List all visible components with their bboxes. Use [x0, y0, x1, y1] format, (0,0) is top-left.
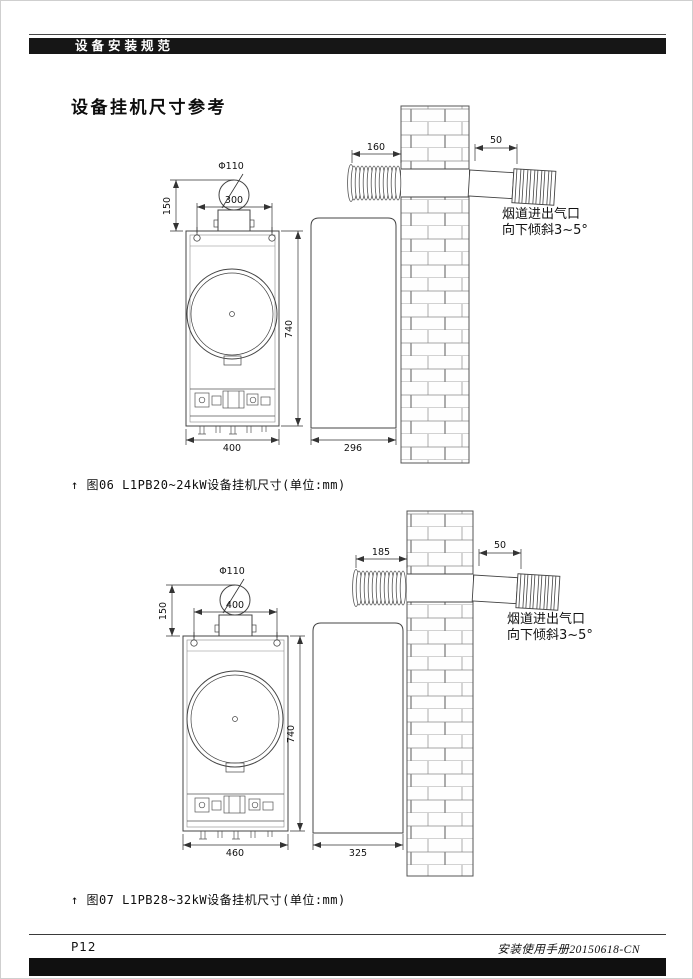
hanging-hook-right: [268, 234, 276, 242]
flue-note: 烟道进出气口 向下倾斜3~5°: [502, 206, 588, 238]
boiler-side-view: [310, 217, 397, 429]
dim-height-label: 740: [286, 725, 297, 743]
dim-top-offset-label: 150: [162, 197, 173, 215]
dim-flue-run-label: 160: [367, 142, 385, 153]
flue-collar: [218, 614, 253, 637]
wall-section: [406, 510, 474, 877]
bottom-piping-detail: [187, 793, 284, 840]
flue-assembly: [352, 569, 561, 611]
bottom-bar: [29, 958, 666, 976]
manual-reference: 安装使用手册20150618-CN: [497, 944, 640, 956]
top-rule: [29, 34, 666, 35]
flue-wall-pass: [407, 574, 473, 602]
header-title: 设备安装规范: [75, 38, 175, 53]
dim-top-width-label: 400: [226, 600, 244, 611]
flue-note-line2: 向下倾斜3~5°: [507, 627, 593, 643]
flue-note: 烟道进出气口 向下倾斜3~5°: [507, 611, 593, 643]
viewport-circle-inner: [190, 272, 274, 356]
header-bar: 设备安装规范: [29, 38, 666, 54]
boiler-front-view: [182, 584, 289, 840]
dimension-lines: [166, 549, 522, 850]
viewport-circle-outer: [186, 670, 284, 768]
hanging-hook-left: [190, 639, 198, 647]
flue-collar: [217, 209, 251, 232]
dim-terminal-label: 50: [494, 540, 506, 551]
dim-terminal-label: 50: [490, 135, 502, 146]
flue-note-line1: 烟道进出气口: [507, 611, 585, 627]
flue-note-line1: 烟道进出气口: [502, 206, 580, 222]
figure06-caption: ↑ 图06 L1PB20~24kW设备挂机尺寸(单位:mm): [71, 478, 346, 492]
flue-bellows: [347, 164, 402, 202]
dim-bottom-width-label: 400: [223, 443, 241, 454]
page-number: P12: [71, 940, 97, 954]
diameter-leader-line: [222, 578, 245, 614]
dimension-lines: [170, 144, 518, 445]
page-title: 设备挂机尺寸参考: [71, 98, 227, 118]
figure06-diagram: Φ110 150 300 740 400 296 160 50 烟道进出气口 向…: [162, 105, 588, 464]
dim-top-width-label: 300: [225, 195, 243, 206]
dim-bottom-width-label: 460: [226, 848, 244, 859]
dim-height-label: 740: [284, 320, 295, 338]
dimension-labels: Φ110 150 400 740 460 325 185 50: [158, 540, 506, 859]
dim-flue-diameter-label: Φ110: [218, 161, 244, 172]
wall-section: [400, 105, 470, 464]
flue-bellows: [352, 569, 407, 607]
flue-assembly: [347, 164, 557, 206]
boiler-side-view: [312, 622, 404, 834]
bottom-piping-detail: [190, 388, 275, 435]
dim-flue-run-label: 185: [372, 547, 390, 558]
figure07-diagram: Φ110 150 400 740 460 325 185 50 烟道进出气口 向…: [158, 510, 593, 877]
dim-depth-label: 296: [344, 443, 362, 454]
diameter-leader-line: [221, 173, 244, 209]
dim-depth-label: 325: [349, 848, 367, 859]
boiler-front-view: [185, 179, 280, 435]
hanging-hook-right: [273, 639, 281, 647]
dim-top-offset-label: 150: [158, 602, 169, 620]
viewport-circle-outer: [186, 268, 278, 360]
flue-wall-pass: [401, 169, 469, 197]
flue-terminal: [471, 573, 561, 611]
dimension-labels: Φ110 150 300 740 400 296 160 50: [162, 135, 502, 454]
dim-flue-diameter-label: Φ110: [219, 566, 245, 577]
hanging-hook-left: [193, 234, 201, 242]
footer-rule: [29, 934, 666, 935]
figure07-caption: ↑ 图07 L1PB28~32kW设备挂机尺寸(单位:mm): [71, 893, 346, 907]
flue-terminal: [467, 168, 557, 206]
flue-note-line2: 向下倾斜3~5°: [502, 222, 588, 238]
